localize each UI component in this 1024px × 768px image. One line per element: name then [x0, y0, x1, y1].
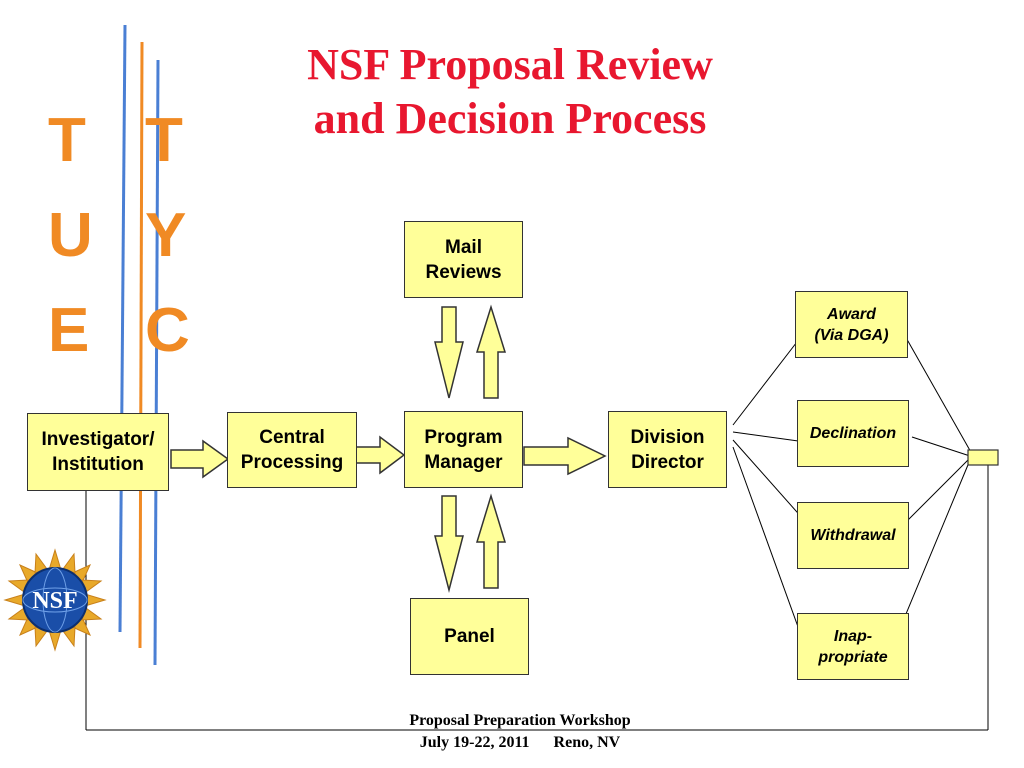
arrow-mail-down: [434, 306, 464, 399]
box-inappropriate: Inap- propriate: [797, 613, 909, 680]
arrow-panel-down: [434, 495, 464, 593]
arrow-panel-up: [475, 493, 507, 589]
convergence-box: [967, 449, 999, 466]
arrow-mail-up: [475, 304, 507, 399]
side-letter-right-3: C: [145, 296, 190, 365]
box-withdrawal: Withdrawal: [797, 502, 909, 569]
arrow-investigator-to-central: [170, 439, 230, 479]
nsf-logo: NSF: [3, 548, 107, 652]
box-mail-reviews: Mail Reviews: [404, 221, 523, 298]
side-letter-right-1: T: [145, 106, 183, 175]
side-letter-left-2: U: [48, 201, 93, 270]
box-central-processing: Central Processing: [227, 412, 357, 488]
footer-line-2: July 19-22, 2011 Reno, NV: [419, 734, 621, 751]
side-letter-left-1: T: [48, 106, 86, 175]
box-investigator: Investigator/ Institution: [27, 413, 169, 491]
arrow-program-to-division: [523, 436, 607, 476]
decor-line-orange: [138, 41, 144, 649]
title-line-1: NSF Proposal Review: [307, 40, 713, 89]
box-panel: Panel: [410, 598, 529, 675]
decor-line-blue-1: [118, 24, 127, 633]
footer-line-1: Proposal Preparation Workshop: [409, 712, 631, 729]
title-line-2: and Decision Process: [313, 94, 707, 143]
box-declination: Declination: [797, 400, 909, 467]
box-program-manager: Program Manager: [404, 411, 523, 488]
side-letter-left-3: E: [48, 296, 90, 365]
slide-title: NSF Proposal Review and Decision Process: [230, 38, 790, 146]
decor-line-blue-2: [153, 59, 160, 666]
logo-text: NSF: [32, 588, 77, 614]
arrow-central-to-program: [355, 435, 406, 475]
side-letter-right-2: Y: [145, 201, 187, 270]
box-award: Award (Via DGA): [795, 291, 908, 358]
box-division-director: Division Director: [608, 411, 727, 488]
footer: Proposal Preparation Workshop July 19-22…: [300, 710, 740, 754]
